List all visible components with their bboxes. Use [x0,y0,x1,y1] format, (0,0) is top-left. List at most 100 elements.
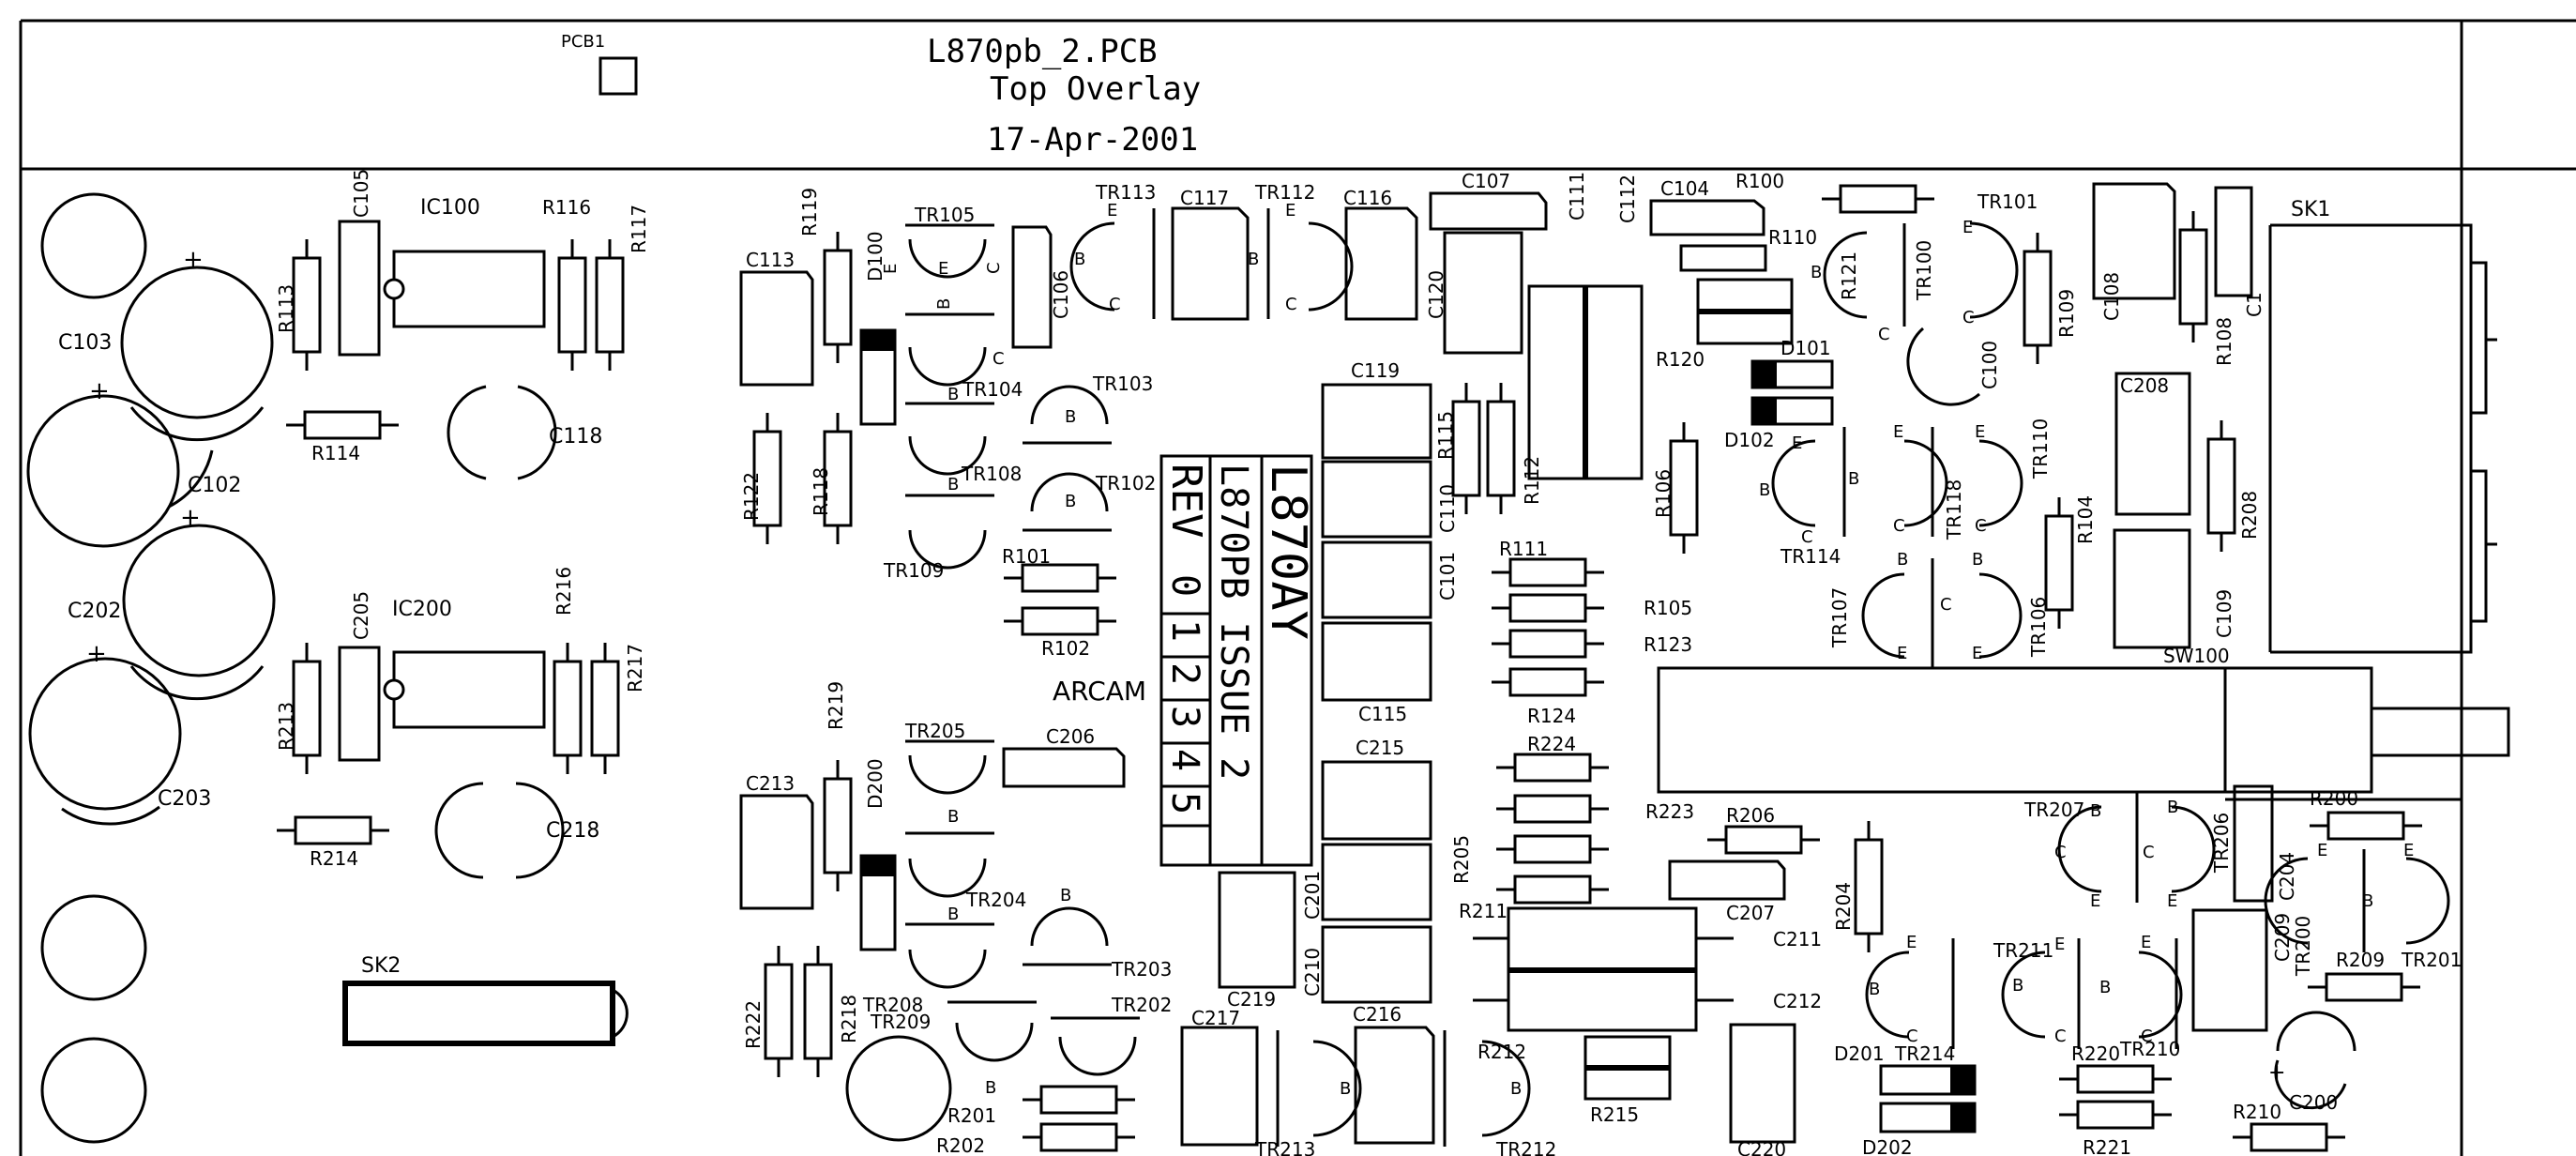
id-row-part: L870AY [1260,464,1316,640]
pin-b-mark: B [1869,980,1880,999]
mounting-hole [40,1037,147,1144]
label-r204: R204 [1832,882,1855,931]
pin-e-mark: E [1975,422,1985,442]
label-r212: R212 [1477,1041,1526,1063]
label-c113: C113 [746,249,795,271]
label-c118: C118 [549,425,602,449]
label-c106: C106 [1050,270,1072,319]
label-tr214: TR214 [1894,1042,1955,1065]
label-tr112: TR112 [1254,181,1315,204]
label-c220: C220 [1737,1138,1786,1156]
ic100-body [392,250,546,328]
pin-b-mark: B [934,298,954,310]
pin-e-mark: E [2167,891,2177,911]
cap-c203-outline [28,657,182,811]
cap-polarity-mark: + [180,504,201,532]
label-c201: C201 [1301,871,1324,920]
label-c219: C219 [1227,988,1276,1011]
label-c103: C103 [58,331,112,355]
label-tr113: TR113 [1095,181,1156,204]
board-frame [19,19,2576,1156]
label-c211: C211 [1773,928,1822,951]
pin-e-mark: E [938,259,948,279]
label-tr204: TR204 [965,889,1026,911]
cap-c103-outline [120,266,274,419]
label-r102: R102 [1041,637,1090,660]
pin-c-mark: C [1962,308,1975,327]
label-r222: R222 [742,1000,765,1049]
label-c208: C208 [2120,374,2169,397]
label-tr205: TR205 [904,720,965,742]
pin-b-mark: B [985,1078,996,1098]
label-tr207: TR207 [2023,799,2084,821]
label-r224: R224 [1527,733,1576,755]
pin-b-mark: B [1248,250,1259,269]
label-r124: R124 [1527,705,1576,727]
label-r209: R209 [2336,949,2385,971]
label-sw100: SW100 [2163,645,2230,667]
label-c116: C116 [1343,187,1392,209]
pin-b-mark: B [1340,1079,1351,1099]
label-r215: R215 [1590,1103,1639,1126]
rev-cells [1161,612,1210,828]
pin-b-mark: B [1510,1079,1522,1099]
label-c202: C202 [68,600,121,623]
pin-e-mark: E [2317,841,2327,860]
pin-e-mark: E [1285,201,1296,221]
label-c206: C206 [1046,725,1095,748]
label-r210: R210 [2233,1101,2281,1123]
label-r211: R211 [1459,900,1508,922]
label-r121: R121 [1838,251,1860,300]
upper-centre-block: TR113 C117 TR112 C116 C107 C120 C111 C11… [1069,170,2078,727]
label-r214: R214 [310,847,358,870]
label-c104: C104 [1660,177,1709,200]
label-tr108: TR108 [961,463,1022,485]
label-r217: R217 [624,644,646,692]
label-c217: C217 [1191,1007,1240,1029]
id-row-rev: REV [1162,464,1210,538]
pin-c-mark: C [1109,295,1121,314]
lower-centre-block: C215 C201 C210 C219 R205 R224 R211 C211 … [1180,733,1884,1156]
label-c212: C212 [1773,990,1822,1012]
label-r118: R118 [810,467,832,516]
cap-c202-outline [122,524,276,677]
pin-b-mark: B [1897,550,1908,570]
pcb1-footprint [599,56,638,96]
label-c105: C105 [350,169,372,218]
label-r223: R223 [1645,800,1694,823]
right-upper-block: C108 R108 C1 SK1 C208 R208 C109 R104 TR1… [1771,182,2497,668]
ic100-area: R113 C105 IC100 R116 R117 R114 C118 [275,169,650,480]
label-c101: C101 [1436,552,1459,601]
rev-number: 2 [1163,662,1206,685]
label-r120: R120 [1656,348,1705,371]
label-r101: R101 [1002,545,1051,568]
label-r113: R113 [275,284,297,333]
label-tr101: TR101 [1977,190,2038,213]
label-c117: C117 [1180,187,1229,209]
label-r208: R208 [2238,491,2261,540]
label-r104: R104 [2074,495,2097,544]
label-tr104: TR104 [962,378,1023,401]
pin-e-mark: E [1906,933,1917,952]
label-c215: C215 [1356,737,1404,759]
label-r220: R220 [2071,1042,2120,1065]
label-r117: R117 [628,205,650,253]
pin-c-mark: C [1878,325,1890,344]
cap-c102-outline [26,394,180,548]
pin-b-mark: B [1060,886,1071,905]
label-r106: R106 [1652,469,1674,518]
label-c216: C216 [1353,1003,1402,1026]
label-tr212: TR212 [1495,1138,1556,1156]
pin-c-mark: C [1906,1027,1918,1046]
label-d200: D200 [864,758,886,809]
pin-e-mark: E [2403,841,2414,860]
pin-c-mark: C [2141,1027,2153,1046]
label-sk2: SK2 [361,954,401,978]
cap-polarity-mark: + [2268,1061,2285,1085]
pin-marks: E B C E B C B C E C B E C B E C E C B C … [938,201,2414,1099]
label-r202: R202 [936,1134,985,1156]
pin-e-mark: E [1107,201,1117,221]
pin-e-mark: E [2141,933,2151,952]
cap-polarity-mark: + [86,640,107,668]
label-r100: R100 [1735,170,1784,192]
